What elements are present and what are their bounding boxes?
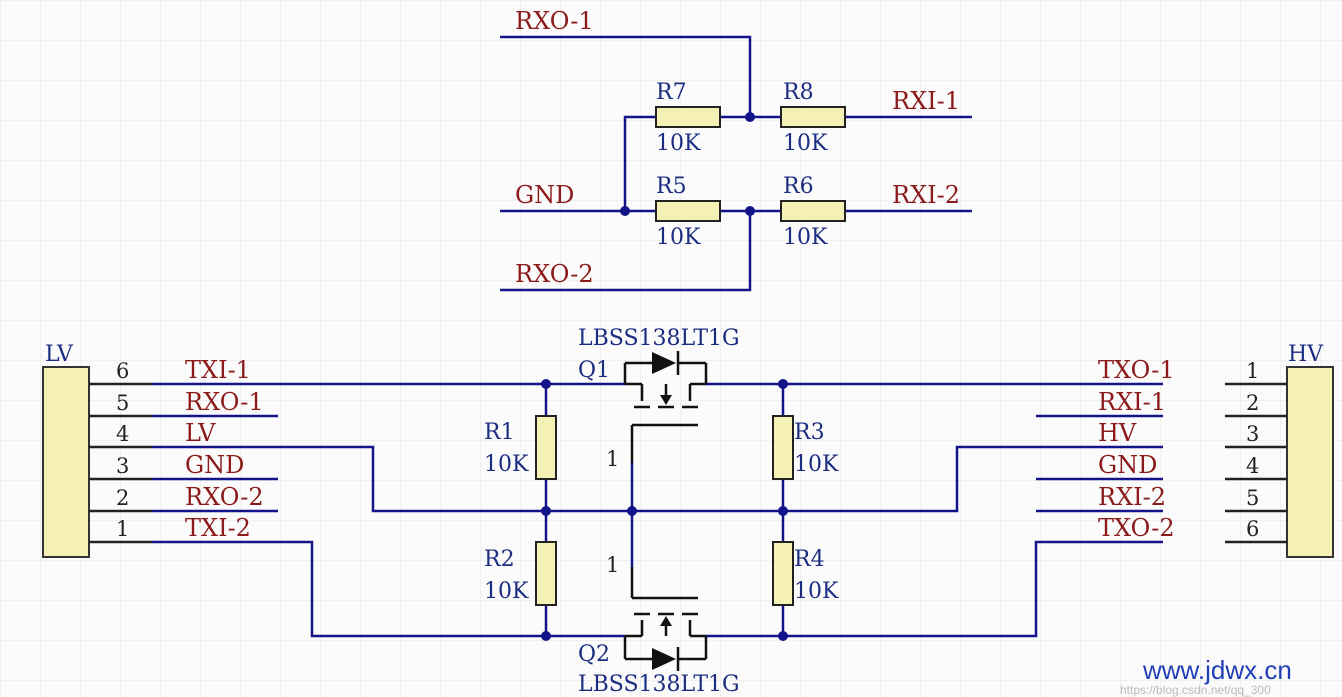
pin-number: 6 bbox=[116, 359, 129, 383]
resistor-r1-body[interactable] bbox=[535, 415, 557, 480]
resistor-r2-body[interactable] bbox=[535, 541, 557, 606]
q1-part: LBSS138LT1G bbox=[578, 326, 740, 351]
wire-rxo2 bbox=[500, 211, 752, 292]
pin-net-label: RXO-2 bbox=[185, 483, 264, 511]
resistor-value: 10K bbox=[783, 131, 828, 156]
q2-diode-icon bbox=[652, 648, 676, 670]
resistor-r4-body[interactable] bbox=[772, 541, 794, 606]
resistor-value: 10K bbox=[794, 452, 839, 477]
net-label-rxo2: RXO-2 bbox=[515, 260, 594, 288]
junction-dot bbox=[541, 379, 551, 389]
pin-number: 6 bbox=[1246, 517, 1259, 541]
pin-net-label: GND bbox=[1098, 451, 1157, 479]
resistor-ref: R1 bbox=[484, 420, 515, 445]
q1-diode-icon bbox=[652, 352, 676, 374]
net-label-rxo1: RXO-1 bbox=[515, 7, 594, 35]
faint-watermark: https://blog.csdn.net/qq_300 bbox=[1120, 683, 1271, 697]
pin-number: 1 bbox=[116, 517, 129, 541]
pin-net-label: RXI-1 bbox=[1098, 388, 1166, 416]
resistor-value: 10K bbox=[794, 579, 839, 604]
pin-number: 3 bbox=[116, 454, 129, 478]
pin-net-label: LV bbox=[185, 419, 216, 447]
junction-dot bbox=[541, 631, 551, 641]
q1-gate-pin: 1 bbox=[606, 447, 619, 471]
connector-hv-body[interactable] bbox=[1286, 366, 1334, 558]
q2-part: LBSS138LT1G bbox=[578, 672, 740, 697]
resistor-r8-body[interactable] bbox=[780, 106, 846, 128]
net-label-rxi2: RXI-2 bbox=[892, 181, 960, 209]
connector-lv-body[interactable] bbox=[42, 366, 90, 558]
resistor-r3-body[interactable] bbox=[772, 415, 794, 480]
resistor-r7-body[interactable] bbox=[655, 106, 721, 128]
pin-number: 5 bbox=[1246, 486, 1259, 510]
pin-number: 5 bbox=[116, 391, 129, 415]
junction-dot bbox=[778, 506, 788, 516]
wire-hv-rail bbox=[783, 445, 1163, 513]
q2-ref: Q2 bbox=[578, 642, 610, 667]
pin-number: 4 bbox=[1246, 454, 1259, 478]
net-label-rxi1: RXI-1 bbox=[892, 87, 960, 115]
pin-number: 1 bbox=[1246, 359, 1259, 383]
resistor-ref: R4 bbox=[794, 547, 825, 572]
pin-number: 2 bbox=[116, 486, 129, 510]
q2-gate-pin: 1 bbox=[606, 553, 619, 577]
resistor-value: 10K bbox=[656, 225, 701, 250]
resistor-value: 10K bbox=[656, 131, 701, 156]
junction-dot bbox=[745, 206, 755, 216]
pin-net-label: TXO-2 bbox=[1098, 514, 1175, 542]
resistor-ref: R2 bbox=[484, 547, 515, 572]
resistor-ref: R7 bbox=[656, 80, 687, 105]
pin-number: 3 bbox=[1246, 422, 1259, 446]
mosfet-q1[interactable]: 1 Q1 LBSS138LT1G bbox=[578, 326, 740, 471]
junction-dot bbox=[778, 379, 788, 389]
q1-arrow-icon bbox=[660, 395, 672, 405]
junction-dot bbox=[778, 631, 788, 641]
junction-dot bbox=[627, 506, 637, 516]
resistor-r5-body[interactable] bbox=[655, 200, 721, 222]
resistor-value: 10K bbox=[484, 452, 529, 477]
top-divider-circuit: RXO-1 GND RXO-2 RXI-1 RXI-2 R7 10K R8 10… bbox=[500, 7, 972, 292]
pin-net-label: TXI-1 bbox=[185, 356, 251, 384]
pin-net-label: TXO-1 bbox=[1098, 356, 1175, 384]
pin-net-label: TXI-2 bbox=[185, 514, 251, 542]
mosfet-q2[interactable]: 1 Q2 LBSS138LT1G bbox=[578, 553, 740, 697]
resistor-ref: R6 bbox=[783, 174, 814, 199]
q2-arrow-icon bbox=[660, 616, 672, 626]
resistor-ref: R5 bbox=[656, 174, 687, 199]
level-shifter-junctions bbox=[541, 379, 788, 641]
wire-gnd-riser bbox=[623, 115, 656, 211]
net-label-gnd: GND bbox=[515, 181, 574, 209]
connector-hv-label: HV bbox=[1288, 342, 1324, 367]
junction-dot bbox=[620, 206, 630, 216]
resistor-ref: R8 bbox=[783, 80, 814, 105]
junction-dot bbox=[745, 112, 755, 122]
resistor-ref: R3 bbox=[794, 420, 825, 445]
connector-lv-label: LV bbox=[45, 342, 74, 367]
connector-hv[interactable]: HV 1 2 3 4 5 6 TXO-1 RXI-1 HV GND RXI-2 … bbox=[1098, 342, 1334, 558]
pin-net-label: HV bbox=[1098, 419, 1137, 447]
pin-number: 2 bbox=[1246, 391, 1259, 415]
pin-net-label: RXI-2 bbox=[1098, 483, 1166, 511]
wire-lv-rail bbox=[152, 445, 783, 513]
connector-lv[interactable]: LV 6 5 4 3 2 1 TXI-1 RXO-1 LV GND RXO-2 … bbox=[42, 342, 264, 558]
wire-txi2 bbox=[152, 540, 625, 638]
resistor-r6-body[interactable] bbox=[780, 200, 846, 222]
resistor-value: 10K bbox=[484, 579, 529, 604]
pullup-resistors: R1 10K R2 10K R3 10K R4 10K bbox=[484, 415, 839, 606]
q1-ref: Q1 bbox=[578, 358, 610, 383]
wire-txo2 bbox=[706, 540, 1163, 638]
junction-dot bbox=[541, 506, 551, 516]
pin-net-label: RXO-1 bbox=[185, 388, 264, 416]
pin-net-label: GND bbox=[185, 451, 244, 479]
site-watermark: www.jdwx.cn bbox=[1142, 655, 1292, 685]
pin-number: 4 bbox=[116, 422, 129, 446]
wire-rxo1 bbox=[500, 35, 752, 117]
resistor-value: 10K bbox=[783, 225, 828, 250]
